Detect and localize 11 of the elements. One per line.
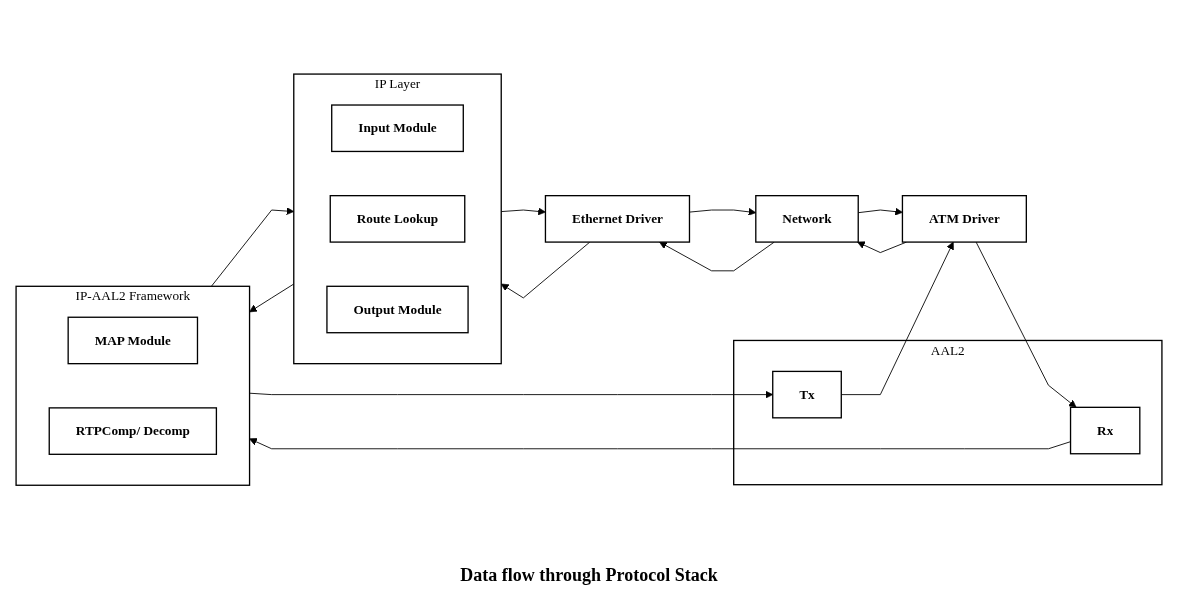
node-box: Network bbox=[755, 194, 859, 243]
node-box: Output Module bbox=[326, 285, 469, 334]
node-box: Ethernet Driver bbox=[544, 194, 691, 243]
node-box: Rx bbox=[1069, 406, 1141, 455]
node-box: Tx bbox=[772, 370, 842, 419]
node-box: MAP Module bbox=[67, 316, 199, 365]
caption: Data flow through Protocol Stack bbox=[460, 565, 718, 586]
node-box: Route Lookup bbox=[329, 194, 466, 243]
node-box: Input Module bbox=[331, 104, 464, 152]
node-box: RTPComp/ Decomp bbox=[48, 407, 218, 455]
node-box: ATM Driver bbox=[901, 194, 1027, 243]
